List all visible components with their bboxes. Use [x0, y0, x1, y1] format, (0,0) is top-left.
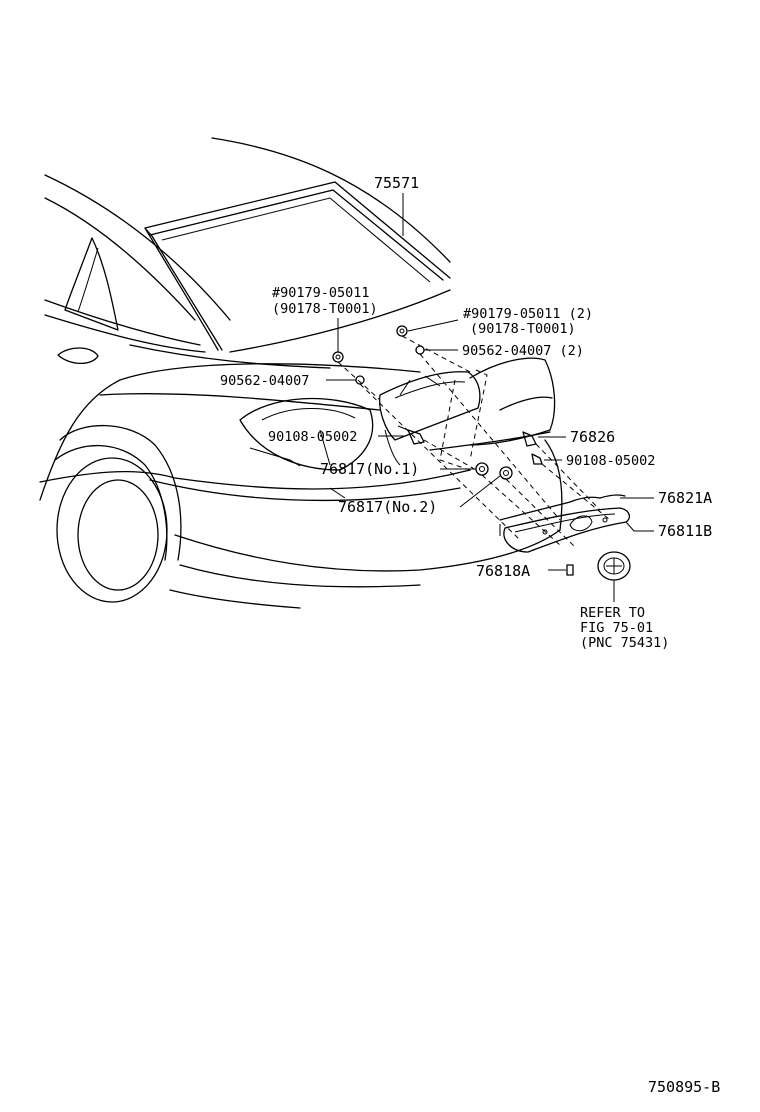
emblem-icon	[597, 551, 631, 581]
label-75571: 75571	[374, 174, 419, 192]
label-90178-b: (90178-T0001)	[470, 321, 576, 337]
clip-76818a-icon	[566, 564, 574, 576]
assembly-lines	[337, 335, 611, 549]
label-76818a: 76818A	[476, 562, 530, 580]
label-90179-b: #90179-05011 (2)	[463, 306, 593, 322]
refer-line-1: REFER TO	[580, 605, 645, 621]
molding-76821a	[499, 494, 626, 536]
label-90562-b: 90562-04007 (2)	[462, 343, 584, 359]
refer-line-3: (PNC 75431)	[580, 635, 669, 651]
figure-id: 750895-B	[648, 1078, 720, 1096]
label-90178-a: (90178-T0001)	[272, 301, 378, 317]
trunk-lid-garnish	[379, 371, 481, 466]
label-90562-a: 90562-04007	[220, 373, 309, 389]
label-76817-no1: 76817(No.1)	[320, 460, 419, 478]
leader-lines	[249, 193, 654, 602]
label-76811b: 76811B	[658, 522, 712, 540]
car-body-outline	[39, 137, 563, 609]
part-labels: 75571 #90179-05011 (90178-T0001) #90179-…	[220, 174, 720, 1096]
label-90108-b: 90108-05002	[566, 453, 655, 469]
label-76821a: 76821A	[658, 489, 712, 507]
label-90108-a: 90108-05002	[268, 429, 357, 445]
rear-window-molding	[144, 181, 451, 351]
label-76817-no2: 76817(No.2)	[338, 498, 437, 516]
label-90179-a: #90179-05011	[272, 285, 370, 301]
refer-line-2: FIG 75-01	[580, 620, 653, 636]
label-76826: 76826	[570, 428, 615, 446]
